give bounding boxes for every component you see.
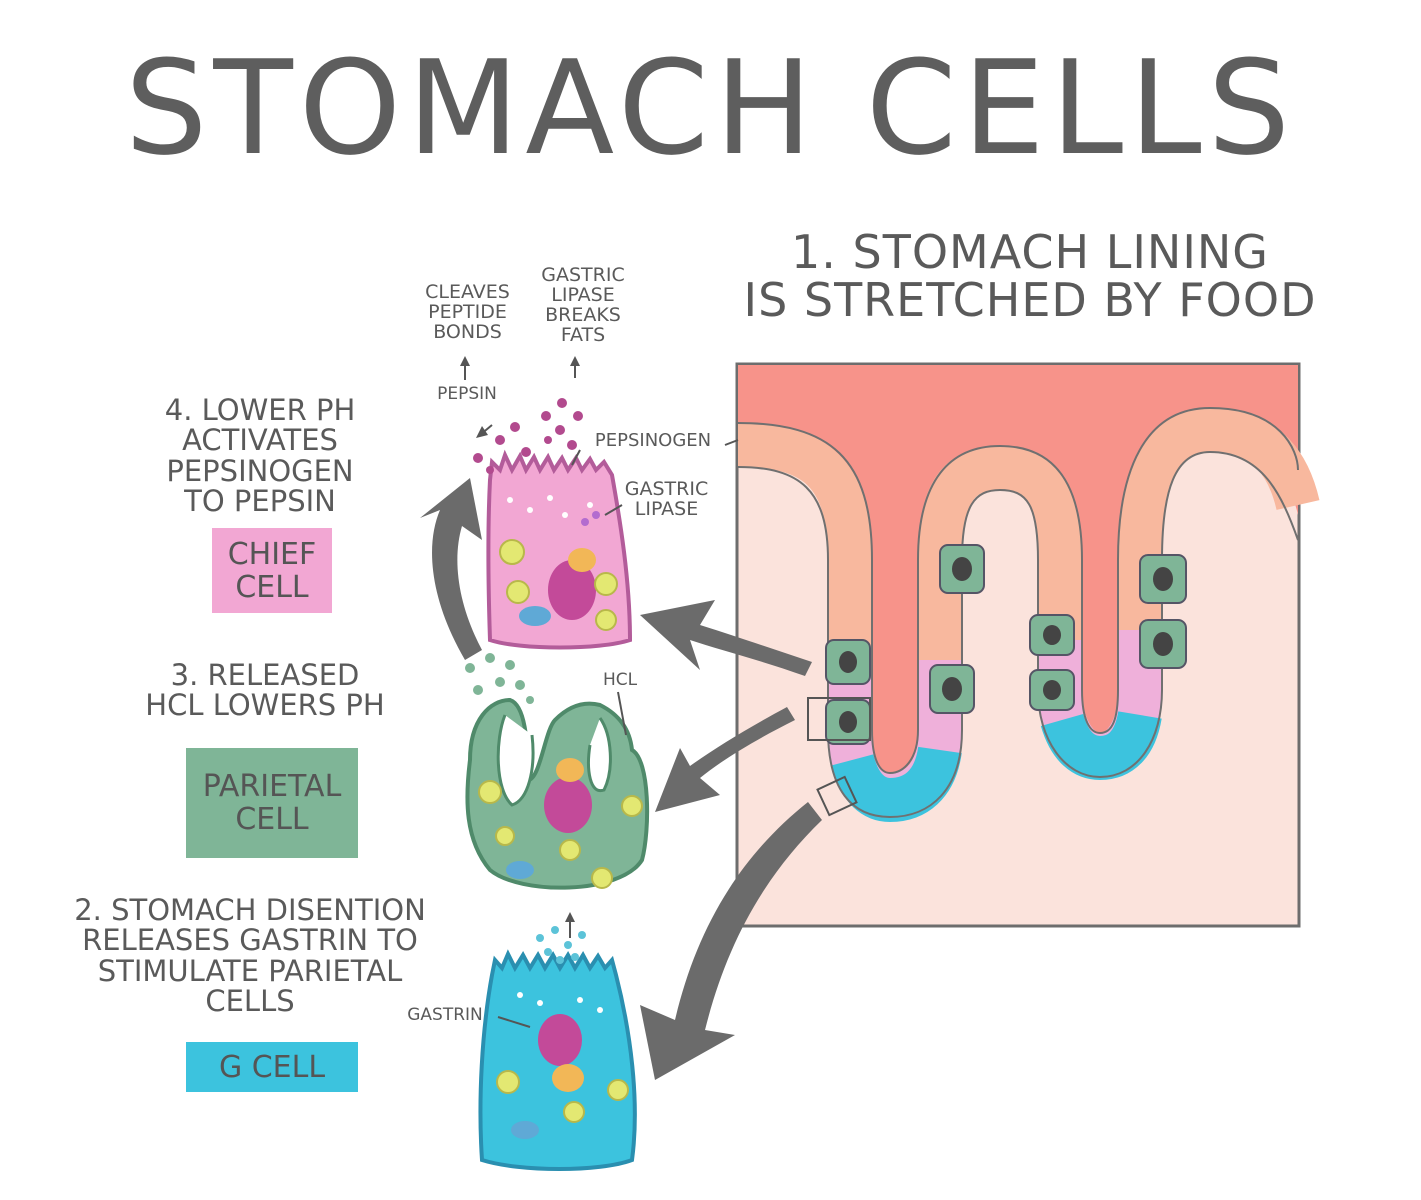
- step-4-text: 4. LOWER pH ACTIVATES PEPSINOGEN TO PEPS…: [150, 395, 370, 517]
- cleaves-peptide-label: CLEAVES PEPTIDE BONDS: [405, 281, 530, 343]
- g-badge-line-1: G CELL: [218, 1049, 326, 1085]
- step-4-line-4: TO PEPSIN: [184, 484, 336, 519]
- step-1-line-2: IS STRETCHED BY FOOD: [743, 273, 1317, 328]
- g-cell-illustration: [478, 949, 637, 1171]
- step-2-text: 2. STOMACH DISENTION RELEASES GASTRIN TO…: [40, 895, 460, 1017]
- pepsin-label: PEPSIN: [437, 384, 497, 404]
- breaks-line-3: BREAKS: [545, 303, 621, 326]
- parietal-cell-badge: PARIETAL CELL: [186, 748, 358, 858]
- gastric-lipase-label: GASTRIC LIPASE: [614, 478, 719, 520]
- stomach-lining-panel: [735, 362, 1320, 928]
- breaks-line-4: FATS: [560, 323, 606, 346]
- gastric-lipase-breaks-label: GASTRIC LIPASE BREAKS FATS: [528, 264, 638, 346]
- step-2-line-2: RELEASES GASTRIN TO: [82, 923, 418, 958]
- gastrin-label: GASTRIN: [407, 1005, 483, 1025]
- chief-badge-line-1: CHIEF: [227, 536, 317, 572]
- arrow-parietal-to-chief: [420, 478, 482, 660]
- arrow-to-g-cell: [640, 802, 822, 1080]
- breaks-line-2: LIPASE: [551, 283, 615, 306]
- step-3-line-2: HCL LOWERS pH: [145, 688, 385, 723]
- pepsinogen-label: PEPSINOGEN: [594, 430, 712, 451]
- page-title: STOMACH CELLS: [124, 32, 1297, 184]
- step-4-line-1: 4. LOWER pH: [164, 393, 356, 427]
- chief-cell-illustration: [486, 449, 633, 650]
- step-2-line-3: STIMULATE PARIETAL: [97, 953, 403, 988]
- step-4-line-3: PEPSINOGEN: [166, 453, 354, 488]
- hcl-label: HCL: [602, 670, 638, 690]
- step-2-line-4: CELLS: [205, 984, 295, 1019]
- lipase-line-1: GASTRIC: [624, 478, 709, 500]
- chief-cell-badge: CHIEF CELL: [212, 528, 332, 613]
- cleaves-line-2: PEPTIDE: [428, 300, 507, 323]
- step-3-line-1: 3. RELEASED: [170, 658, 360, 692]
- g-cell-badge: G CELL: [186, 1042, 358, 1092]
- step-2-line-1: 2. STOMACH DISENTION: [74, 893, 426, 927]
- parietal-cell-illustration: [465, 697, 650, 890]
- cleaves-line-3: BONDS: [433, 320, 502, 343]
- arrow-to-parietal: [655, 707, 795, 812]
- lipase-line-2: LIPASE: [634, 497, 699, 520]
- chief-badge-line-2: CELL: [235, 569, 309, 605]
- breaks-line-1: GASTRIC: [541, 264, 625, 286]
- cleaves-line-1: CLEAVES: [425, 281, 510, 303]
- parietal-badge-line-2: CELL: [235, 802, 309, 837]
- arrow-to-chief: [640, 600, 812, 676]
- step-4-line-2: ACTIVATES: [182, 423, 338, 458]
- step-1-line-1: 1. STOMACH LINING: [791, 225, 1269, 279]
- parietal-badge-line-1: PARIETAL: [202, 769, 342, 804]
- step-3-text: 3. RELEASED HCL LOWERS pH: [120, 660, 410, 721]
- step-1-text: 1. STOMACH LINING IS STRETCHED BY FOOD: [680, 228, 1380, 325]
